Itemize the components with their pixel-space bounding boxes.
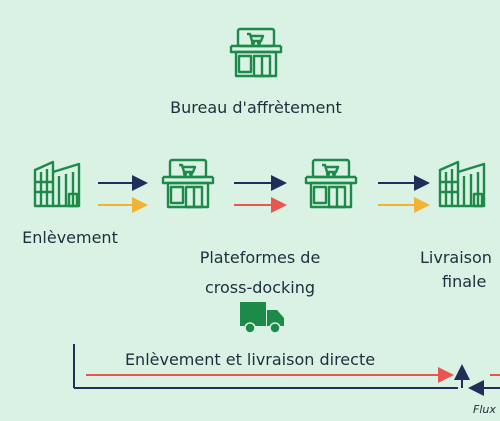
truck-icon [240, 302, 284, 334]
store-icon [304, 158, 358, 209]
direct-delivery-label: Enlèvement et livraison directe [124, 350, 376, 369]
platforms-label-line2: cross-docking [204, 278, 316, 297]
platforms-label-line1: Plateformes de [199, 248, 321, 267]
final-label-line2: finale [442, 272, 487, 291]
office-label: Bureau d'affrètement [170, 98, 342, 117]
flux-label: Flux [473, 403, 496, 416]
pickup-label: Enlèvement [22, 228, 118, 247]
warehouse-icon [33, 160, 81, 208]
final-label-line1: Livraison [420, 248, 492, 267]
store-icon [161, 158, 215, 209]
warehouse-icon [438, 160, 486, 208]
store-icon [229, 27, 283, 78]
